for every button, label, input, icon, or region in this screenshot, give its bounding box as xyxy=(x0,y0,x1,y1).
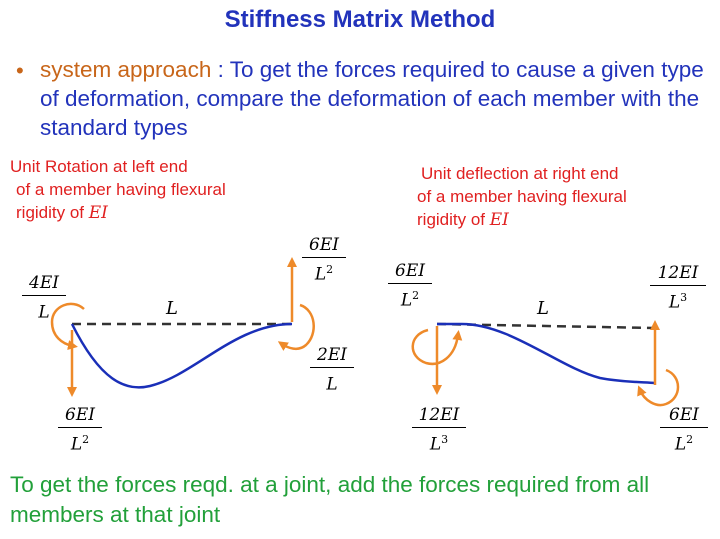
bullet-text: system approach : To get the forces requ… xyxy=(40,55,710,142)
right-right-moment-den-sup: 2 xyxy=(686,433,694,446)
left-caption: Unit Rotation at left end of a member ha… xyxy=(10,155,226,225)
left-span-label: L xyxy=(166,298,178,319)
right-caption-symbol: EI xyxy=(489,210,509,230)
right-caption-line-2: of a member having flexural xyxy=(417,187,627,206)
left-force-fraction: 6EI L2 xyxy=(58,404,102,456)
left-force-den: L xyxy=(70,434,83,455)
left-force-den-sup: 2 xyxy=(82,433,90,446)
page-title: Stiffness Matrix Method xyxy=(224,6,496,33)
left-force-num: 6EI xyxy=(58,404,102,428)
right-left-moment-fraction: 6EI L2 xyxy=(388,260,432,312)
right-left-moment-den-sup: 2 xyxy=(412,289,420,302)
bullet-body: : To get the forces required to cause a … xyxy=(40,57,704,140)
left-right-moment-arrow xyxy=(277,303,315,351)
right-deflected-beam xyxy=(437,322,656,385)
left-caption-symbol: EI xyxy=(88,203,108,223)
right-right-force-den-sup: 3 xyxy=(680,291,688,304)
right-left-force-num: 12EI xyxy=(412,404,466,428)
right-left-moment-den: L xyxy=(400,290,413,311)
left-right-force-num: 6EI xyxy=(302,234,346,258)
footer-note: To get the forces reqd. at a joint, add … xyxy=(10,472,650,527)
left-right-moment-fraction: 2EI L xyxy=(310,344,354,396)
right-caption: Unit deflection at right end of a member… xyxy=(417,162,627,232)
right-span-label: L xyxy=(537,298,549,319)
right-right-moment-fraction: 6EI L2 xyxy=(660,404,708,456)
right-right-force-num: 12EI xyxy=(650,262,706,286)
left-moment-num: 4EI xyxy=(22,272,66,296)
right-right-force-fraction: 12EI L3 xyxy=(650,262,706,314)
left-caption-line-1: Unit Rotation at left end xyxy=(10,157,188,176)
right-caption-line-1: Unit deflection at right end xyxy=(421,164,619,183)
left-moment-fraction: 4EI L xyxy=(22,272,66,324)
right-caption-line-3: rigidity of xyxy=(417,210,490,229)
left-caption-line-2: of a member having flexural xyxy=(16,180,226,199)
right-left-moment-num: 6EI xyxy=(388,260,432,284)
right-right-moment-num: 6EI xyxy=(660,404,708,428)
bullet-highlight: system approach xyxy=(40,57,212,82)
left-deflected-beam xyxy=(70,322,293,389)
left-right-force-fraction: 6EI L2 xyxy=(302,234,346,286)
left-moment-den: L xyxy=(38,302,50,323)
left-right-moment-num: 2EI xyxy=(310,344,354,368)
right-left-force-fraction: 12EI L3 xyxy=(412,404,466,456)
right-left-force-den-sup: 3 xyxy=(441,433,449,446)
left-caption-line-3: rigidity of xyxy=(16,203,89,222)
right-right-moment-den: L xyxy=(674,434,687,455)
bullet-marker: • xyxy=(16,58,24,83)
right-right-moment-arrow xyxy=(637,368,680,407)
right-left-force-den: L xyxy=(429,434,442,455)
right-right-force-den: L xyxy=(668,292,681,313)
left-moment-arrow xyxy=(50,302,85,351)
left-right-force-den: L xyxy=(314,264,327,285)
left-right-force-den-sup: 2 xyxy=(326,263,334,276)
right-left-moment-arrow xyxy=(411,328,463,366)
left-right-moment-den: L xyxy=(326,374,338,395)
